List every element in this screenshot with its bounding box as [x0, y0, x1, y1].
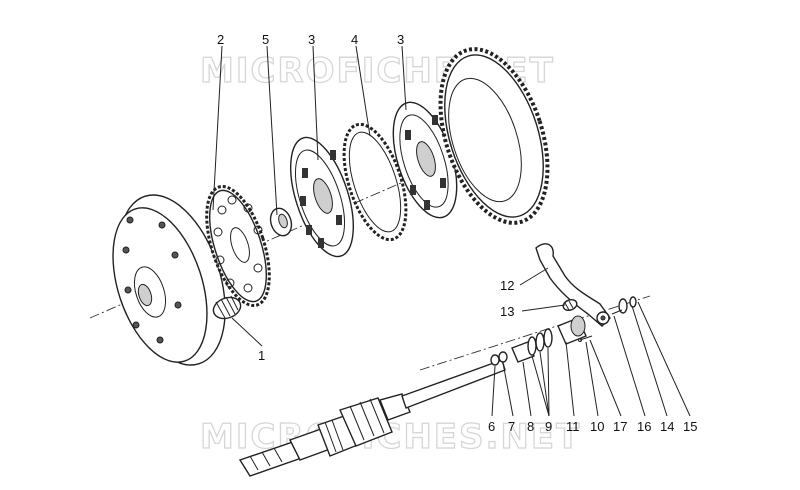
- spring: [212, 295, 242, 320]
- leader-lines: [212, 45, 691, 417]
- callout-labels: 2 5 3 4 3 1 12 13 6 7 8 9 11 10 17 16 14…: [217, 32, 697, 434]
- flywheel: [112, 194, 226, 366]
- callout-17: 17: [613, 419, 627, 434]
- pin-16: [611, 309, 623, 315]
- ball-part-7: [498, 351, 508, 363]
- callout-12: 12: [500, 278, 514, 293]
- callout-6: 6: [488, 419, 495, 434]
- washer-15: [618, 298, 628, 314]
- washer-part-9b: [535, 332, 545, 352]
- thrust-piece-face: [570, 315, 586, 337]
- callout-10: 10: [590, 419, 604, 434]
- clutch-lever: [535, 243, 611, 327]
- pivot-parts: [611, 296, 637, 315]
- washer-part-9c: [543, 328, 553, 348]
- washer-part-9a: [527, 336, 537, 356]
- callout-8: 8: [527, 419, 534, 434]
- callout-1: 1: [258, 348, 265, 363]
- callout-9: 9: [545, 419, 552, 434]
- callout-16: 16: [637, 419, 651, 434]
- gearbox-shaft: [238, 359, 506, 477]
- callout-15: 15: [683, 419, 697, 434]
- internal-toothed-ring: [342, 122, 408, 242]
- callout-3-left: 3: [308, 32, 315, 47]
- callout-13: 13: [500, 304, 514, 319]
- callout-2: 2: [217, 32, 224, 47]
- ring-gear: [438, 47, 550, 225]
- callout-14: 14: [660, 419, 674, 434]
- ball-part-6: [490, 354, 500, 366]
- drive-plate: [205, 184, 271, 308]
- watermark-bottom: MICROFICHES.NET: [200, 417, 581, 457]
- shaft-axis-line: [419, 295, 651, 371]
- hub-washer: [269, 207, 293, 237]
- friction-disc-right: [392, 101, 458, 219]
- lever-spring: [562, 299, 578, 311]
- circlip-14: [629, 296, 637, 308]
- callout-7: 7: [508, 419, 515, 434]
- callout-4: 4: [351, 32, 358, 47]
- callout-3-right: 3: [397, 32, 404, 47]
- pin-10: [579, 335, 593, 341]
- callout-11: 11: [566, 419, 580, 434]
- pin-10-end: [578, 338, 582, 342]
- friction-disc-left: [290, 136, 354, 258]
- callout-5: 5: [262, 32, 269, 47]
- small-parts: [490, 315, 593, 366]
